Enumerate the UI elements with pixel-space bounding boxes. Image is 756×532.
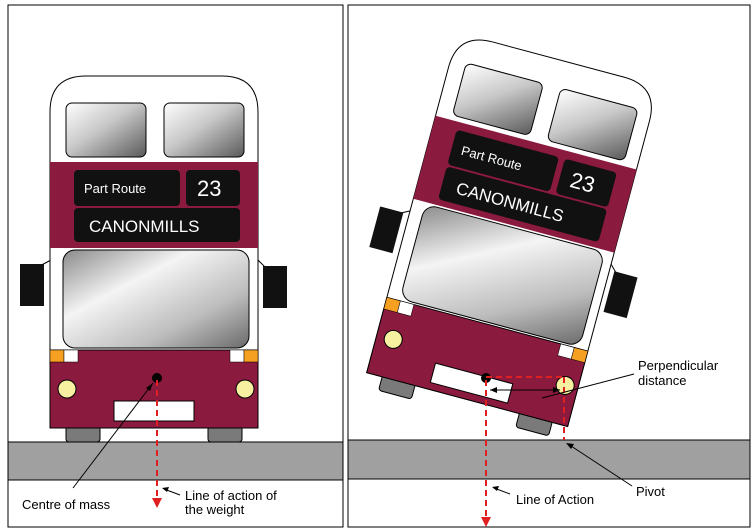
left-bus-windscreen [63, 250, 249, 348]
left-bus: Part Route 23 CANONMILLS [20, 76, 287, 442]
left-label-line-of-action-1: Line of action of [185, 488, 277, 503]
left-bus-route-sign-text: Part Route [84, 181, 146, 196]
right-road [348, 440, 750, 479]
left-label-centre-of-mass: Centre of mass [22, 497, 111, 512]
left-label-line-of-action-2: the weight [185, 502, 245, 517]
left-panel: Part Route 23 CANONMILLS [8, 5, 343, 527]
right-label-perpendicular-1: Perpendicular [638, 358, 719, 373]
right-label-line-of-action: Line of Action [516, 492, 594, 507]
right-label-perpendicular-2: distance [638, 373, 686, 388]
left-bus-number-sign-text: 23 [197, 176, 221, 201]
left-bus-mirror-right [263, 266, 287, 308]
left-bus-headlight-left [58, 380, 76, 398]
left-bus-upper-window-left [66, 103, 146, 157]
left-bus-white-lamp-right [230, 350, 244, 362]
left-bus-mirror-left [20, 264, 44, 306]
left-bus-destination-sign-text: CANONMILLS [89, 217, 200, 236]
left-road [8, 442, 343, 480]
left-bus-upper-window-right [164, 103, 244, 157]
right-label-pivot: Pivot [636, 484, 665, 499]
left-bus-headlight-right [236, 380, 254, 398]
right-panel: Part Route 23 CANONMILLS [334, 5, 750, 527]
left-bus-indicator-left [50, 350, 64, 362]
left-bus-white-lamp-left [64, 350, 78, 362]
left-bus-indicator-right [244, 350, 258, 362]
